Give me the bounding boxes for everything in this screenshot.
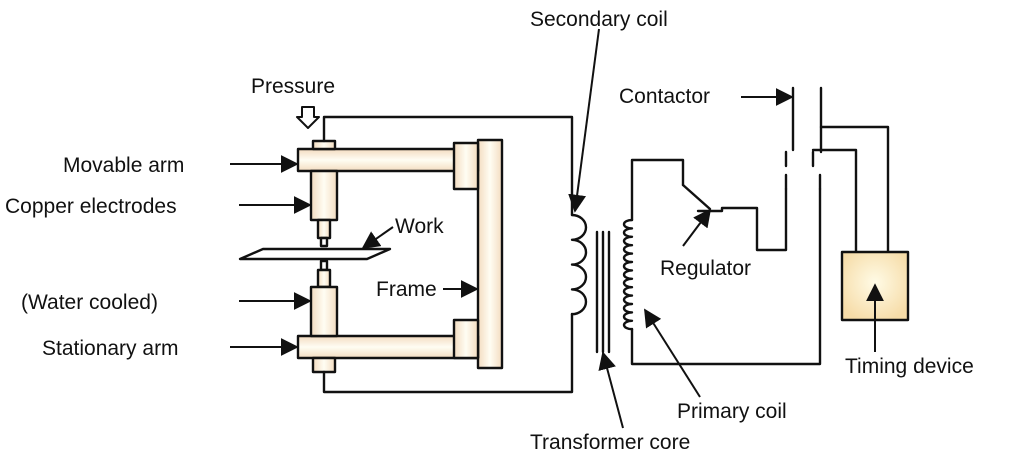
lower-electrode-point: [319, 259, 329, 272]
regulator-label: Regulator: [660, 257, 752, 280]
lower-electrode-cap: [311, 356, 337, 374]
secondary-coil: [570, 213, 588, 316]
regulator-wire: [696, 187, 788, 252]
water-cooled-label: (Water cooled): [21, 291, 158, 314]
stationary-arm-label: Stationary arm: [42, 337, 179, 360]
movable-arm: [296, 147, 480, 173]
upper-electrode-tip: [316, 218, 332, 240]
contactor-label: Contactor: [619, 85, 711, 108]
copper-electrodes-label: Copper electrodes: [5, 195, 177, 218]
movable-arm-label: Movable arm: [63, 154, 185, 177]
secondary-coil-label: Secondary coil: [530, 8, 668, 31]
frame-label: Frame: [376, 278, 437, 301]
primary-wire-bottom: [630, 187, 822, 366]
primary-coil-leader: [644, 308, 701, 398]
lower-electrode-holder: [309, 285, 339, 338]
secondary-wire-top: [322, 115, 574, 217]
upper-electrode-point: [319, 236, 329, 248]
work-label: Work: [395, 215, 444, 238]
work-piece: [238, 247, 392, 261]
timing-device-label: Timing device: [845, 355, 974, 378]
primary-wire-top: [630, 158, 685, 222]
frame: [476, 138, 504, 370]
primary-coil: [622, 218, 634, 331]
timing-wire-inner: [811, 148, 858, 254]
timing-wire-outer: [819, 125, 890, 254]
transformer-core-leader: [598, 351, 624, 429]
movable-arm-block: [452, 141, 480, 191]
primary-coil-label: Primary coil: [677, 400, 787, 423]
transformer-core-label: Transformer core: [530, 431, 691, 454]
pressure-arrow: [296, 106, 320, 129]
stationary-arm-block: [452, 318, 480, 360]
secondary-coil-leader: [568, 28, 600, 213]
regulator-leader: [682, 208, 712, 247]
regulator-arm: [681, 183, 712, 211]
upper-electrode-holder: [309, 169, 339, 222]
pressure-label: Pressure: [251, 75, 336, 98]
stationary-arm: [296, 334, 480, 360]
work-leader: [361, 226, 394, 250]
lower-electrode-tip: [316, 268, 332, 289]
secondary-wire-bottom: [322, 312, 574, 394]
